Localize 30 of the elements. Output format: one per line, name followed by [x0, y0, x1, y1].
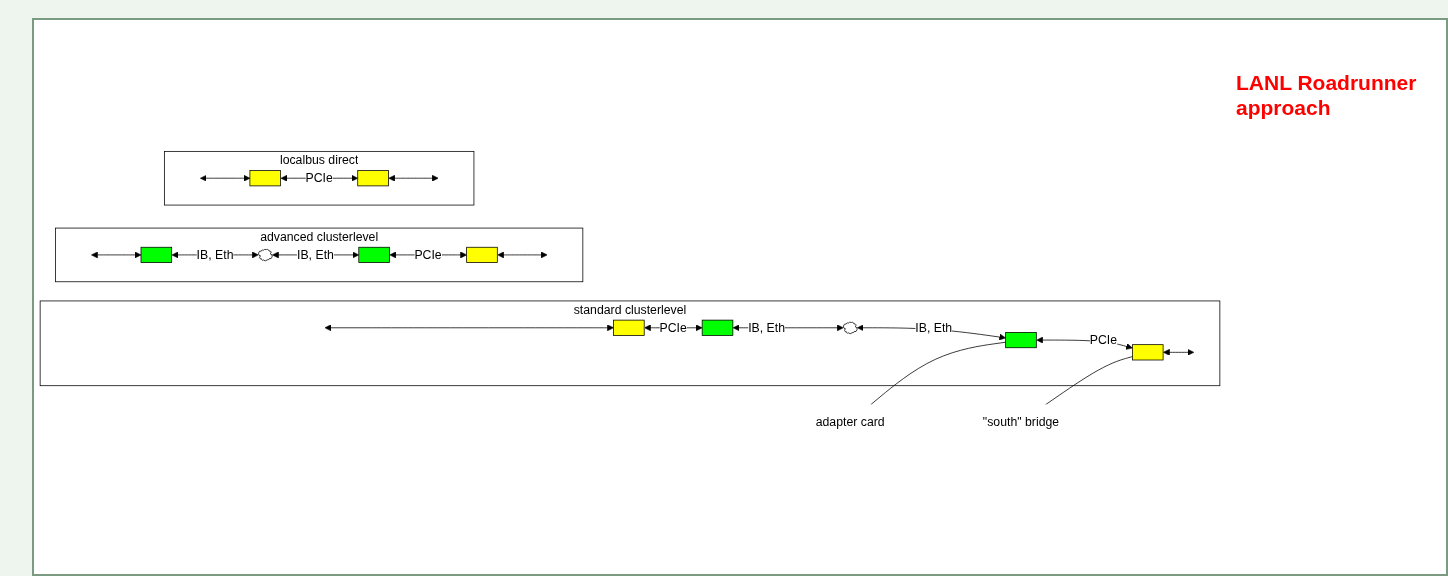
node-text: adapter card — [815, 414, 885, 428]
node-box — [358, 246, 390, 263]
arrow — [388, 174, 439, 182]
node-box — [140, 246, 173, 263]
edge-label: IB, Eth — [748, 320, 786, 334]
node-box — [357, 170, 389, 187]
edge-label: PCIe — [414, 248, 442, 262]
leader-line — [870, 341, 1006, 406]
arrow — [200, 174, 251, 182]
edge-label: IB, Eth — [915, 320, 953, 334]
arrow — [91, 251, 142, 259]
arrow — [1163, 348, 1195, 356]
arrow — [497, 251, 548, 259]
arrow — [324, 324, 614, 332]
node-box — [466, 246, 498, 263]
node-cloud — [258, 248, 273, 262]
edge-label: IB, Eth — [297, 248, 334, 262]
node-cloud — [843, 321, 858, 334]
edge-label: PCIe — [1089, 333, 1118, 347]
node-box — [1005, 332, 1037, 349]
node-box — [613, 319, 645, 336]
node-box — [1132, 344, 1164, 361]
edge-label: PCIe — [305, 171, 333, 185]
leader-line — [1044, 356, 1133, 406]
note-text: LANL Roadrunner approach — [1236, 70, 1418, 121]
edge-label: IB, Eth — [196, 248, 234, 262]
node-text: "south" bridge — [982, 414, 1060, 428]
node-box — [249, 170, 281, 187]
edge-label: PCIe — [659, 320, 687, 334]
node-box — [701, 319, 734, 336]
